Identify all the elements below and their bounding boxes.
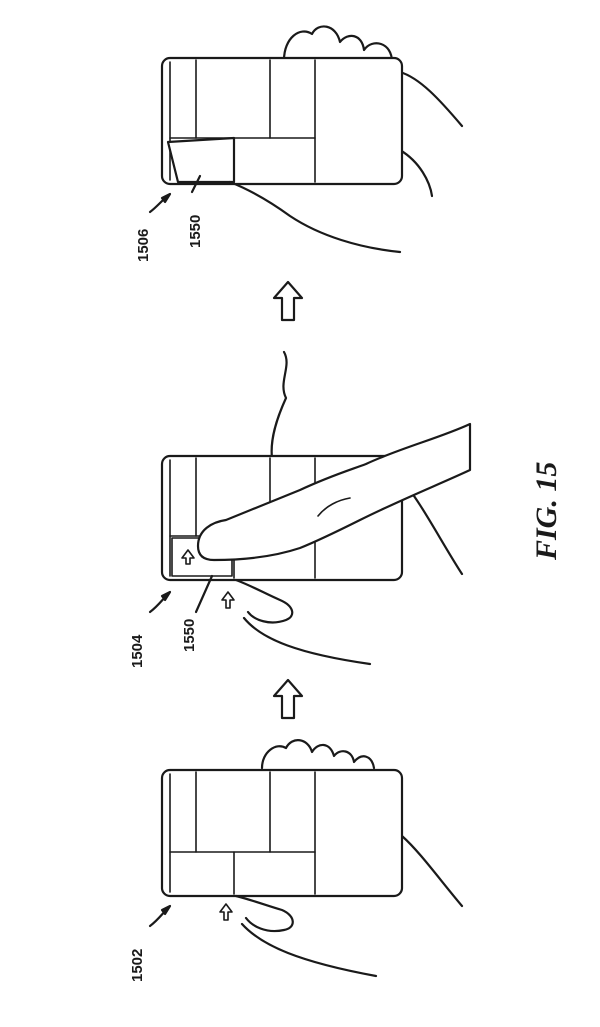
figure-caption: FIG. 15: [530, 462, 563, 561]
thumb-hand-1504: [236, 580, 370, 664]
label-1502: 1502: [129, 949, 146, 982]
sequence-arrow-top: [274, 282, 302, 320]
panel-1504: [150, 352, 470, 664]
sequence-arrow-bottom: [274, 680, 302, 718]
thumb-hand-1502: [236, 896, 376, 976]
label-1506: 1506: [135, 229, 152, 262]
label-1550-top: 1550: [187, 215, 204, 248]
device-1502: [162, 770, 402, 896]
label-1550-middle: 1550: [181, 619, 198, 652]
thumb-hand-1506: [230, 182, 400, 252]
label-1504: 1504: [129, 634, 146, 668]
tile-1550-dragged: [168, 138, 234, 182]
panel-1502: [150, 740, 462, 976]
